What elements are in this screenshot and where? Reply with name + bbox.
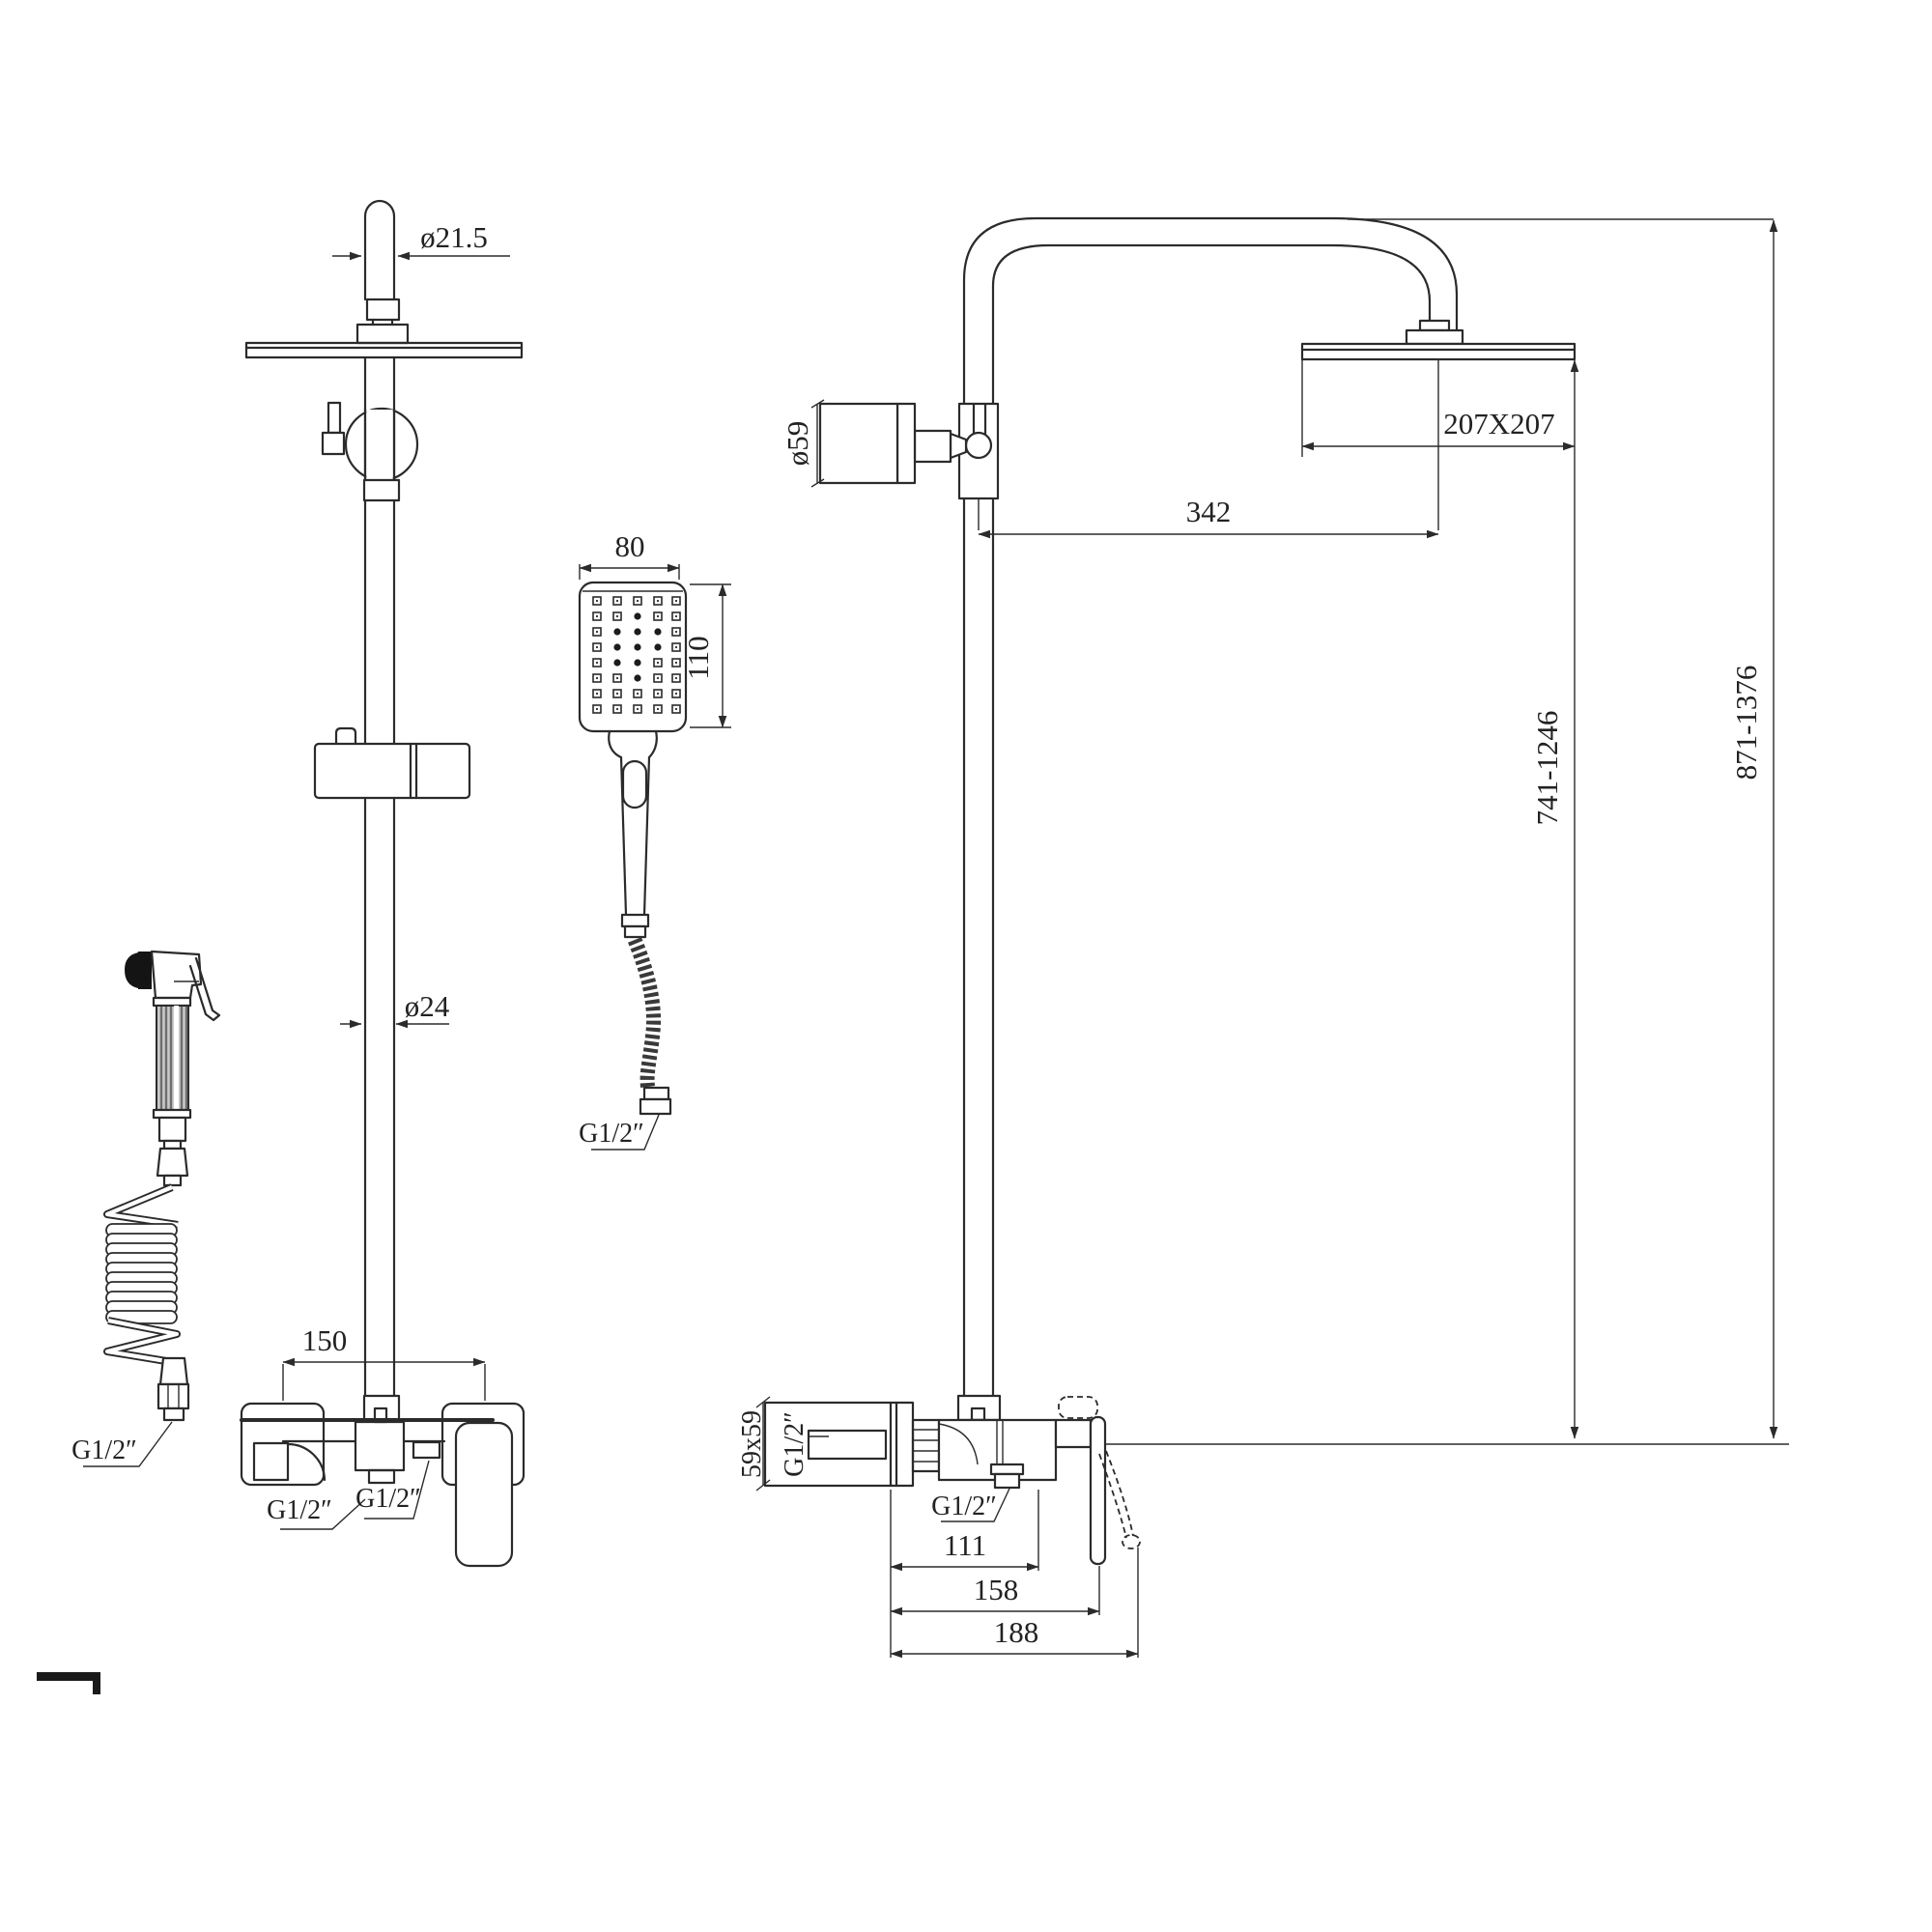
label-dim-handle: 158 bbox=[974, 1573, 1019, 1606]
hand-shower bbox=[578, 581, 688, 1116]
corner-mark bbox=[37, 1672, 100, 1694]
riser-pipe-front bbox=[363, 355, 396, 1400]
dim-riser-diameter: ø24 bbox=[340, 989, 450, 1029]
label-dim-body: 111 bbox=[944, 1528, 986, 1562]
label-head-size: 207X207 bbox=[1443, 407, 1554, 440]
label-top-pipe-diameter: ø21.5 bbox=[420, 220, 488, 254]
riser-and-arm-side bbox=[962, 216, 1774, 1400]
dim-top-pipe-diameter: ø21.5 bbox=[332, 220, 510, 261]
label-outlet-thread: G1/2″ bbox=[931, 1492, 997, 1521]
shower-arm-front bbox=[355, 199, 410, 345]
label-head-reach: 342 bbox=[1186, 495, 1232, 528]
label-escutcheon-thread: G1/2″ bbox=[780, 1411, 810, 1477]
label-dim-handle-max: 188 bbox=[994, 1615, 1039, 1649]
label-handshower-width: 80 bbox=[615, 529, 645, 563]
label-escutcheon-size: 59x59 bbox=[737, 1410, 767, 1478]
handshower-hose-thread: G1/2″ bbox=[579, 1114, 660, 1151]
nozzle-grid bbox=[592, 596, 681, 714]
dim-riser-height-range: 741-1246 bbox=[1530, 359, 1579, 1439]
mixer-front bbox=[240, 1394, 526, 1568]
label-handshower-height: 110 bbox=[681, 636, 715, 679]
thread-hatch bbox=[913, 1429, 939, 1463]
coiled-hose: G1/2″ bbox=[71, 1183, 190, 1467]
dim-mixer-centers: 150 bbox=[282, 1323, 486, 1401]
side-view: 207X207 342 ø59 741-1246 bbox=[737, 216, 1789, 1659]
label-mixer-center-thread: G1/2″ bbox=[355, 1484, 421, 1514]
sprayer-ribs bbox=[159, 1007, 188, 1109]
label-riser-diameter: ø24 bbox=[405, 989, 450, 1023]
mixer-side: 59x59 G1/2″ G1/2″ bbox=[737, 1394, 1141, 1566]
riser-ball-joint bbox=[321, 401, 419, 502]
mixer-thread-labels: G1/2″ G1/2″ bbox=[267, 1460, 430, 1530]
dim-mixer-side-lengths: 111 158 188 bbox=[890, 1490, 1139, 1659]
label-mixer-left-thread: G1/2″ bbox=[267, 1495, 332, 1525]
dim-head-reach: 342 bbox=[978, 359, 1439, 539]
slider-holder bbox=[313, 726, 471, 800]
front-view: ø21.5 bbox=[71, 199, 731, 1568]
label-overall-height-range: 871-1376 bbox=[1729, 666, 1763, 781]
label-bodyspray-diameter: ø59 bbox=[781, 421, 814, 467]
bidet-sprayer bbox=[125, 950, 221, 1187]
label-sprayer-hose-thread: G1/2″ bbox=[71, 1435, 137, 1465]
body-spray-holder: ø59 bbox=[781, 399, 1000, 500]
dim-overall-height-range: 871-1376 bbox=[1729, 219, 1778, 1439]
label-mixer-centers: 150 bbox=[302, 1323, 348, 1357]
label-riser-height-range: 741-1246 bbox=[1530, 711, 1564, 826]
shower-head-side bbox=[1300, 319, 1577, 361]
shower-head-plate-front bbox=[244, 341, 524, 359]
label-handshower-hose-thread: G1/2″ bbox=[579, 1119, 644, 1149]
dim-handshower-width: 80 bbox=[579, 529, 680, 580]
coil-loops bbox=[105, 1223, 178, 1324]
dim-handshower-height: 110 bbox=[681, 583, 731, 728]
